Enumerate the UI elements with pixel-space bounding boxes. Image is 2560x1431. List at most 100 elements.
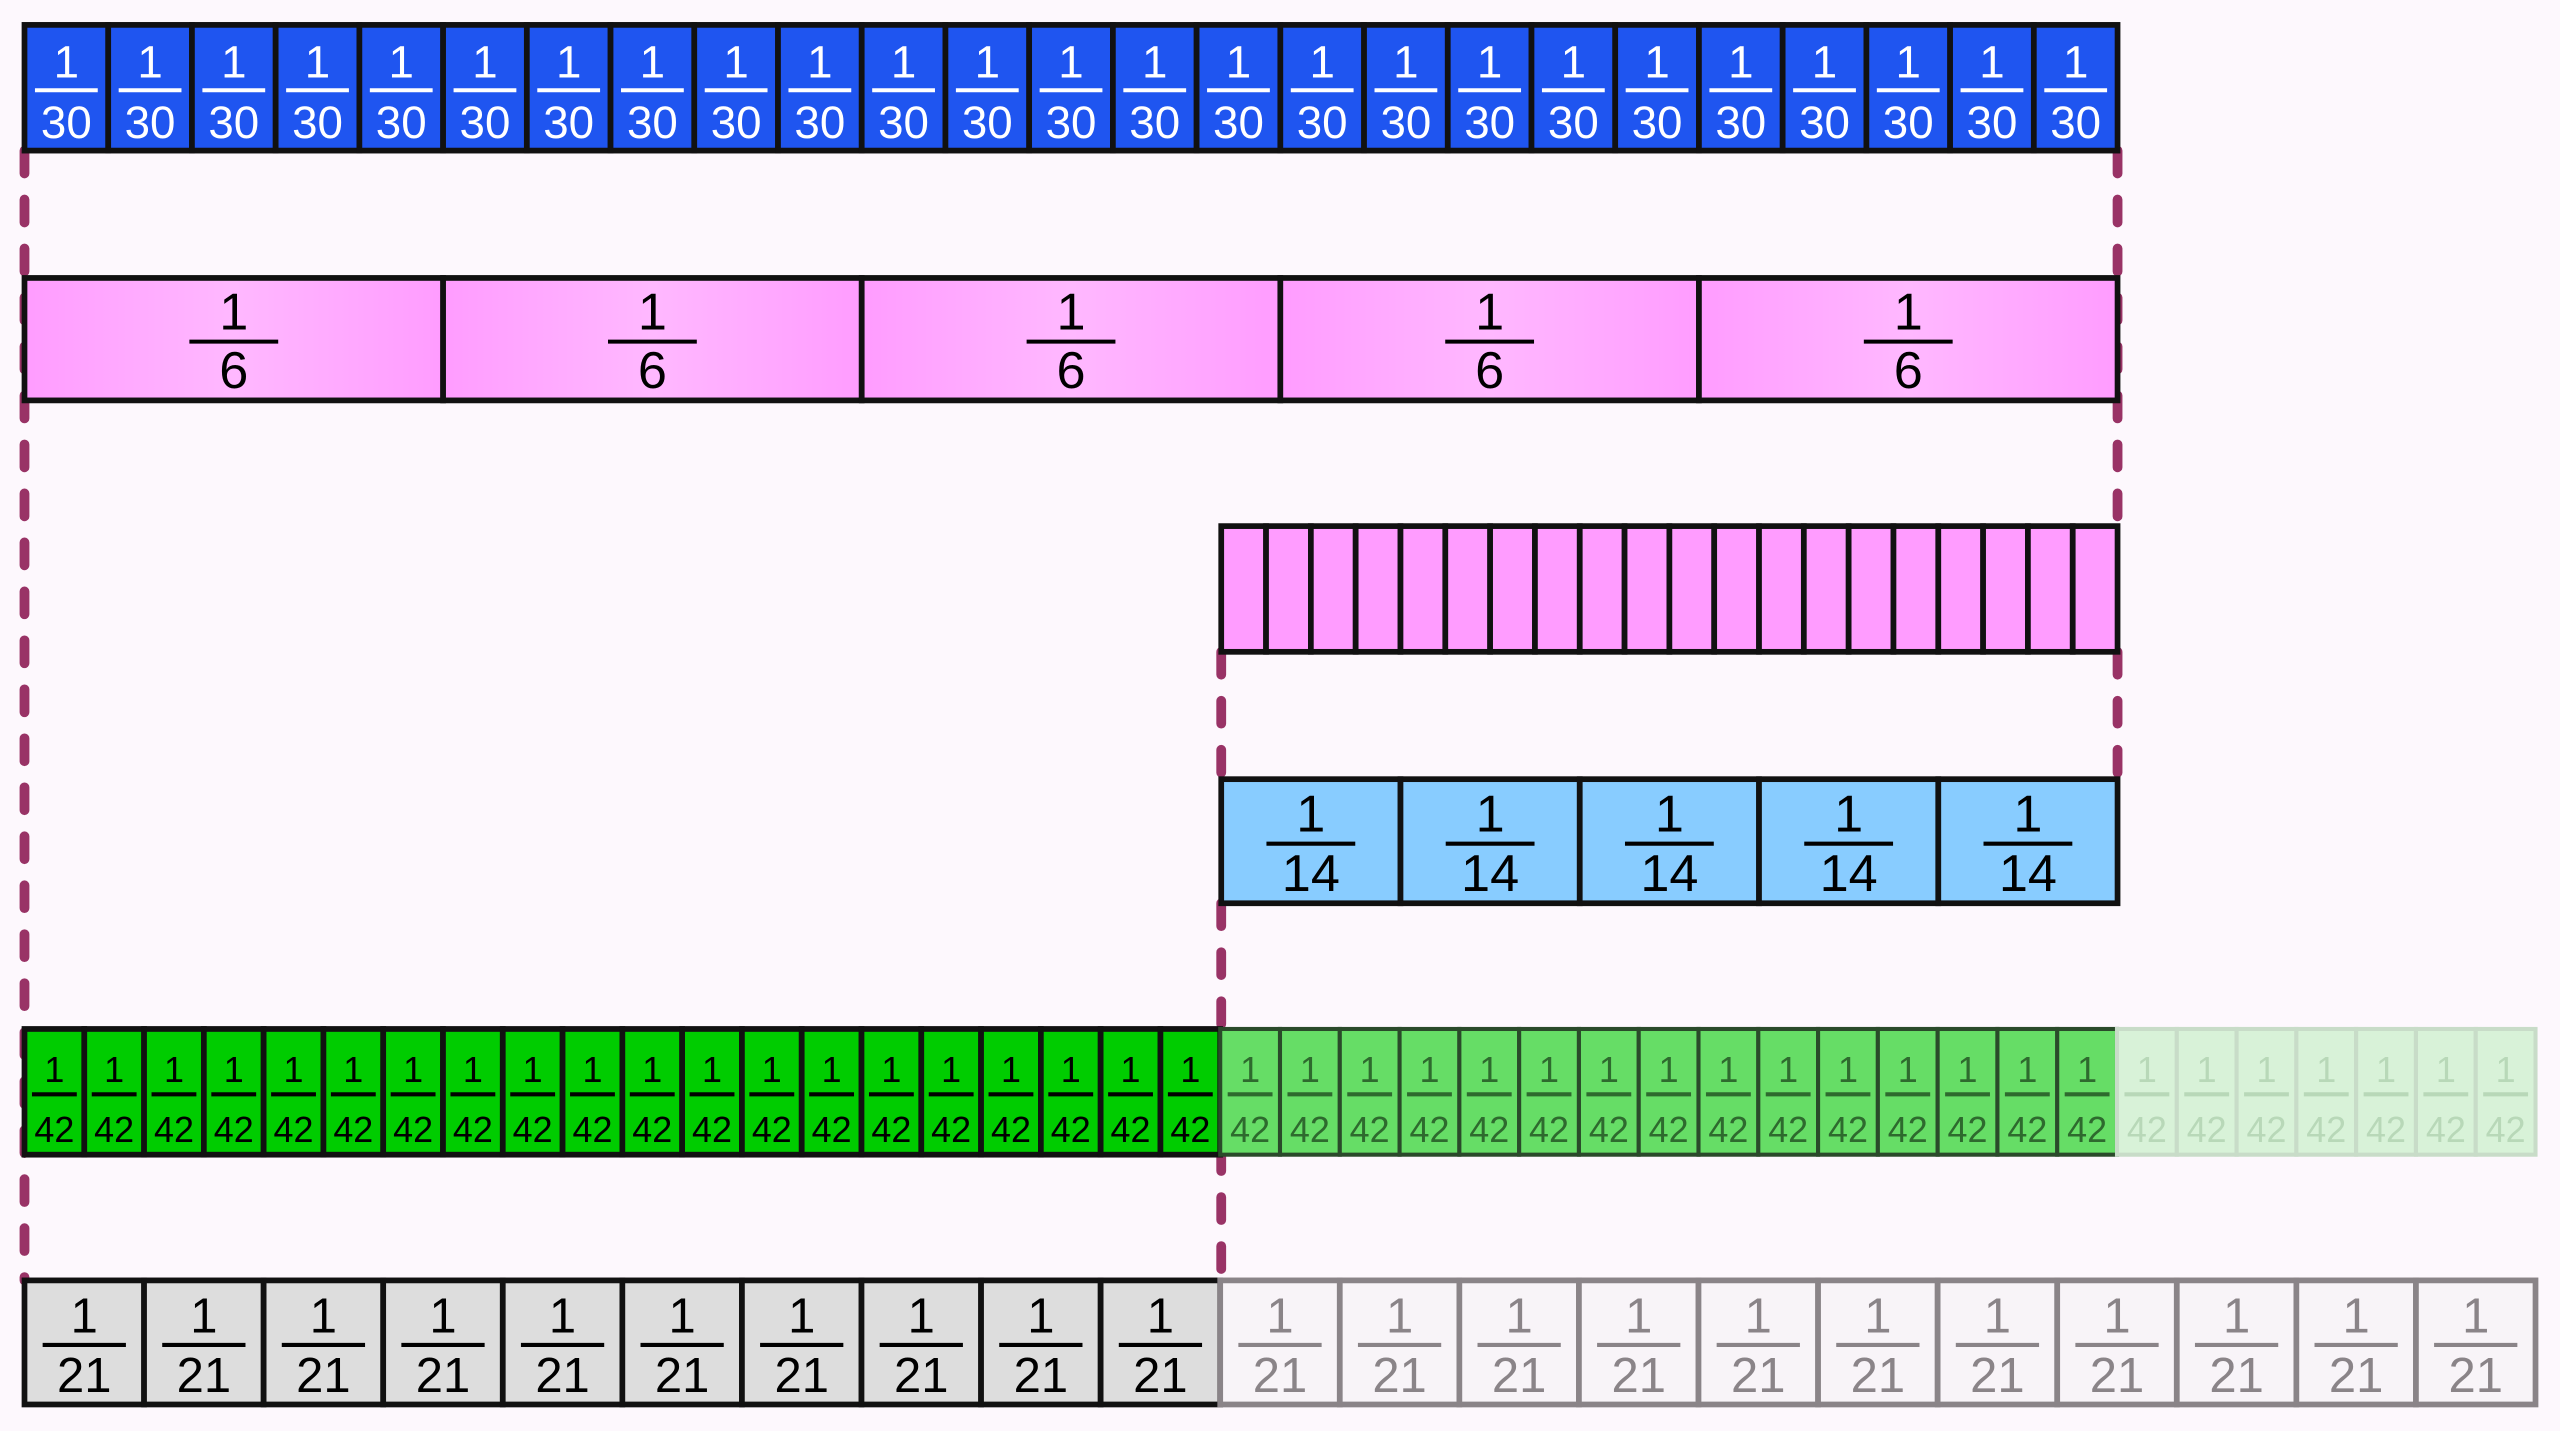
denominator: 42 <box>812 1109 852 1150</box>
fraction-cell: 16 <box>858 275 1284 404</box>
fraction-cell: 142 <box>1636 1026 1701 1157</box>
cell-box <box>942 22 1033 154</box>
numerator: 1 <box>1625 1290 1652 1344</box>
denominator: 21 <box>774 1349 828 1403</box>
fraction-cell: 114 <box>1218 776 1404 907</box>
denominator: 21 <box>1731 1349 1785 1403</box>
cell-box <box>2174 1026 2239 1157</box>
cell-box <box>2354 1026 2418 1157</box>
numerator: 1 <box>640 37 665 88</box>
cell-box <box>21 1277 147 1408</box>
denominator: 42 <box>871 1109 911 1150</box>
fraction-cell: 130 <box>942 22 1033 154</box>
cell-box <box>1815 1277 1941 1408</box>
denominator: 21 <box>1970 1349 2024 1403</box>
fraction-cell <box>2069 523 2121 655</box>
fraction-cell: 142 <box>440 1026 506 1158</box>
denominator: 6 <box>219 342 248 400</box>
fraction-cell <box>1576 523 1628 655</box>
denominator: 21 <box>1253 1349 1307 1403</box>
denominator: 42 <box>1948 1109 1988 1150</box>
fraction-cell: 130 <box>105 22 195 154</box>
fraction-cell: 121 <box>1336 1277 1463 1408</box>
denominator: 21 <box>1851 1349 1905 1403</box>
denominator: 42 <box>2127 1109 2167 1150</box>
numerator: 1 <box>224 1049 244 1090</box>
denominator: 30 <box>627 97 678 148</box>
numerator: 1 <box>1296 785 1325 843</box>
fraction-cell: 142 <box>1995 1026 2060 1157</box>
fraction-cell: 121 <box>978 1277 1104 1408</box>
cell-box <box>918 1026 984 1158</box>
cell-box <box>1935 776 2121 907</box>
numerator: 1 <box>908 1290 935 1344</box>
numerator: 1 <box>1812 37 1837 88</box>
fraction-cell: 142 <box>1576 1026 1641 1157</box>
numerator: 1 <box>1599 1049 1619 1090</box>
numerator: 1 <box>2256 1049 2276 1090</box>
cell-box <box>440 22 530 154</box>
denominator: 30 <box>292 97 343 148</box>
denominator: 42 <box>453 1109 493 1150</box>
fraction-cell: 142 <box>21 1026 88 1158</box>
cell-box <box>1947 22 2037 154</box>
fraction-cell: 142 <box>200 1026 267 1158</box>
denominator: 42 <box>274 1109 314 1150</box>
numerator: 1 <box>807 37 832 88</box>
bar-twenty-firsts: 1211211211211211211211211211211211211211… <box>21 1277 2539 1408</box>
fraction-cell: 142 <box>1397 1026 1462 1157</box>
denominator: 42 <box>2246 1109 2286 1150</box>
fraction-cell: 142 <box>1756 1026 1821 1157</box>
fraction-cell: 121 <box>619 1277 745 1408</box>
fraction-cell: 121 <box>1695 1277 1821 1408</box>
fraction-cell: 130 <box>1696 22 1786 154</box>
cell-box <box>440 1026 506 1158</box>
fraction-cell: 142 <box>1517 1026 1581 1157</box>
fraction-cell: 142 <box>81 1026 147 1158</box>
fraction-cell: 114 <box>1756 776 1942 907</box>
denominator: 6 <box>1056 342 1085 400</box>
denominator: 21 <box>57 1349 111 1403</box>
fraction-cell: 114 <box>1397 776 1583 907</box>
numerator: 1 <box>523 1049 543 1090</box>
cell-box <box>1218 1026 1283 1157</box>
fraction-cell: 130 <box>1444 22 1535 154</box>
numerator: 1 <box>219 283 248 341</box>
numerator: 1 <box>1240 1049 1260 1090</box>
numerator: 1 <box>642 1049 662 1090</box>
cell-box <box>1352 523 1404 655</box>
numerator: 1 <box>1061 1049 1081 1090</box>
numerator: 1 <box>2316 1049 2336 1090</box>
numerator: 1 <box>1056 283 1085 341</box>
denominator: 21 <box>2448 1349 2502 1403</box>
numerator: 1 <box>2343 1290 2370 1344</box>
numerator: 1 <box>1898 1049 1918 1090</box>
fraction-cell <box>1800 523 1852 655</box>
denominator: 21 <box>296 1349 350 1403</box>
cell-box <box>1397 523 1449 655</box>
denominator: 42 <box>931 1109 971 1150</box>
numerator: 1 <box>1475 283 1504 341</box>
cell-box <box>2025 523 2076 655</box>
denominator: 21 <box>1133 1349 1187 1403</box>
numerator: 1 <box>556 37 581 88</box>
numerator: 1 <box>1838 1049 1858 1090</box>
numerator: 1 <box>1476 785 1505 843</box>
denominator: 30 <box>1297 97 1348 148</box>
denominator: 42 <box>1290 1109 1330 1150</box>
cell-box <box>691 22 781 154</box>
fraction-cell: 130 <box>189 22 279 154</box>
cell-box <box>1711 523 1762 655</box>
fraction-cell <box>1935 523 1986 655</box>
numerator: 1 <box>881 1049 901 1090</box>
fraction-cell: 130 <box>1193 22 1284 154</box>
numerator: 1 <box>1655 785 1684 843</box>
cell-box <box>679 1026 745 1158</box>
numerator: 1 <box>1386 1290 1413 1344</box>
numerator: 1 <box>1834 785 1863 843</box>
numerator: 1 <box>1142 37 1167 88</box>
numerator: 1 <box>822 1049 842 1090</box>
fraction-cell <box>1666 523 1718 655</box>
numerator: 1 <box>403 1049 423 1090</box>
numerator: 1 <box>2376 1049 2396 1090</box>
